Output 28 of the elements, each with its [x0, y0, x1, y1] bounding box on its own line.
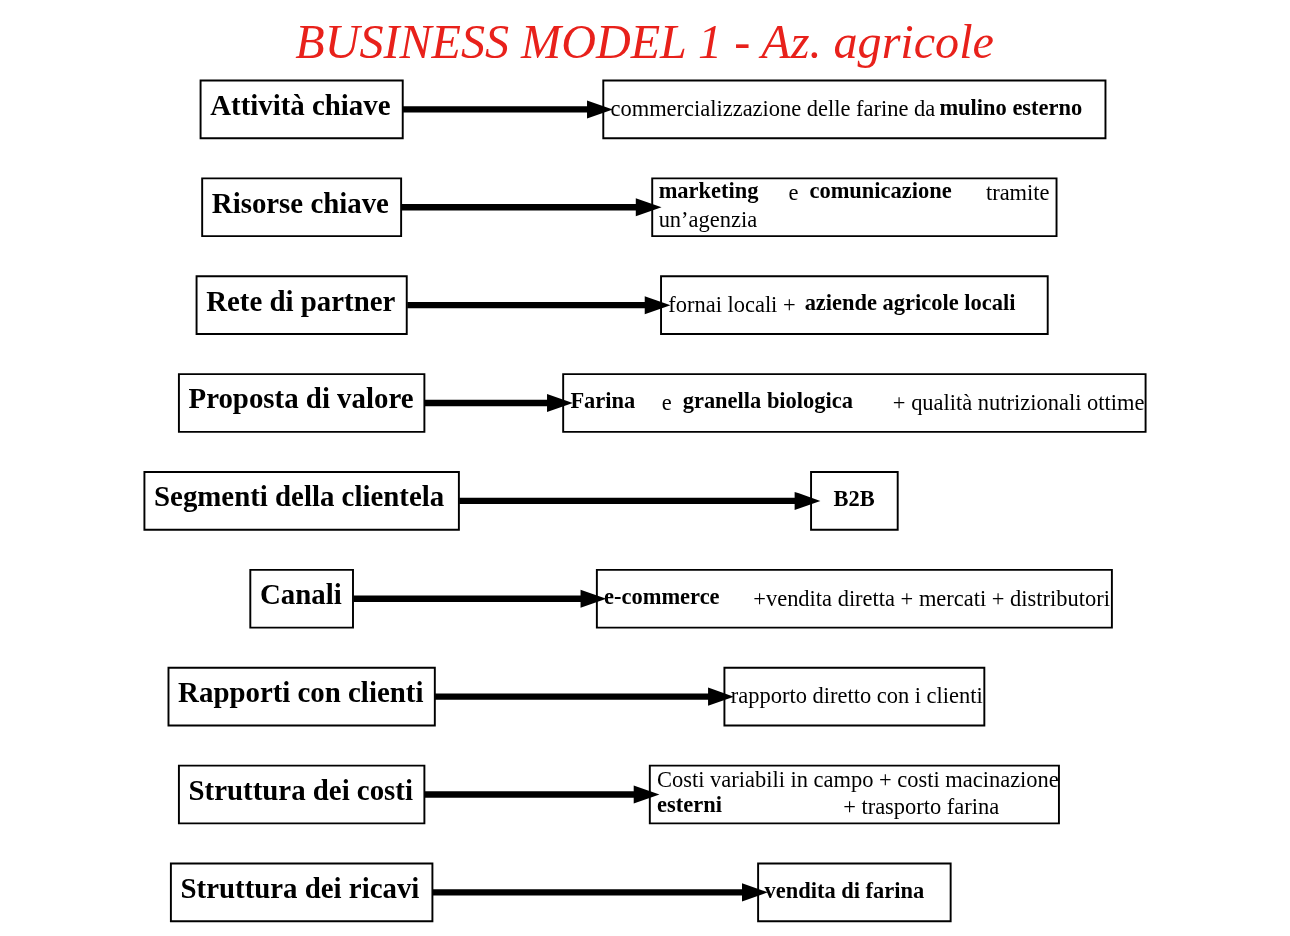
- node-box: B2B: [810, 471, 899, 531]
- node-box: Canali: [249, 568, 354, 629]
- node-box: vendita di farina: [757, 862, 952, 923]
- node-box: commercializzazione delle farine da mulino esterno: [602, 79, 1107, 140]
- node-box: Costi variabili in campo + costi macinazione esterni+ trasporto farina: [648, 764, 1060, 825]
- diagram-title: BUSINESS MODEL 1 - Az. agricole: [295, 15, 994, 69]
- node-box: rapporto diretto con i clienti: [723, 666, 986, 727]
- node-box: Struttura dei ricavi: [169, 862, 434, 923]
- arrow: [353, 589, 607, 608]
- node-box: Rapporti con clienti: [167, 666, 436, 727]
- arrow: [459, 491, 821, 510]
- arrow: [407, 296, 671, 315]
- node-box: Segmenti della clientela: [143, 471, 460, 531]
- node-box: Risorse chiave: [201, 177, 403, 238]
- node-box: Struttura dei costi: [177, 764, 426, 825]
- node-box: Attività chiave: [199, 79, 404, 140]
- arrow: [401, 198, 662, 217]
- node-box: fornai locali + aziende agricole locali: [660, 275, 1049, 335]
- arrow: [434, 687, 734, 706]
- arrow: [432, 883, 768, 902]
- node-box: Farina e granella biologica + qualità nutrizionali ottime: [562, 373, 1147, 433]
- node-box: Proposta di valore: [177, 373, 426, 433]
- arrow: [402, 100, 613, 119]
- node-box: marketing e comunicazione tramite un’agenzia: [651, 177, 1058, 238]
- arrow: [424, 394, 573, 413]
- node-box: Rete di partner: [195, 275, 408, 335]
- arrow: [424, 785, 660, 804]
- node-box: e-commerce +vendita diretta + mercati + distributori: [595, 568, 1113, 629]
